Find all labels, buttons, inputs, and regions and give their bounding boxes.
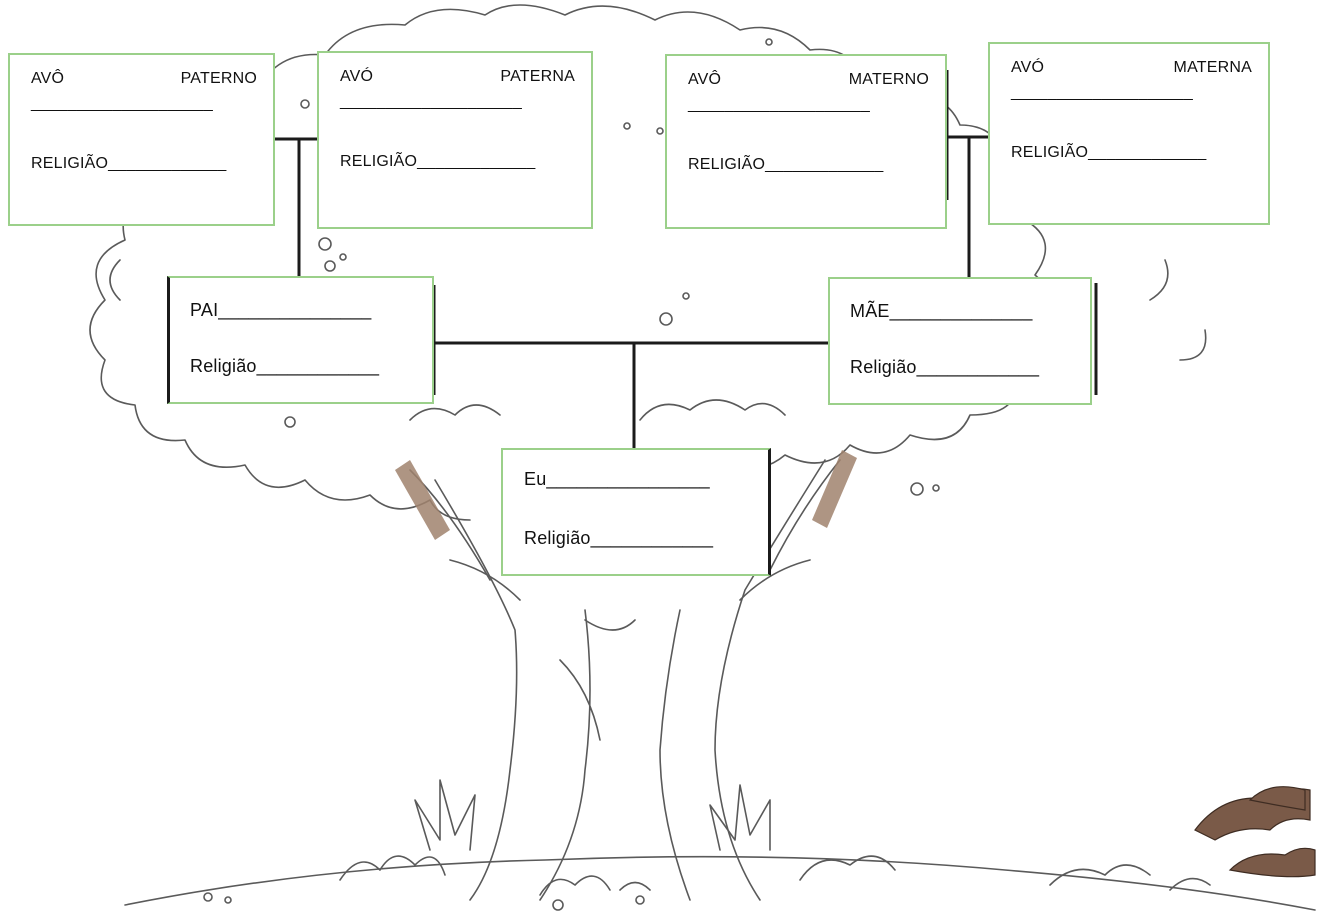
name-blank[interactable]: ____________________ bbox=[688, 96, 870, 113]
self-religion-field[interactable]: Religião____________ bbox=[524, 528, 714, 548]
maternal-grandfather-title: AVÔ MATERNO bbox=[688, 71, 929, 89]
father-religion-field[interactable]: Religião____________ bbox=[190, 356, 380, 376]
self-box: Eu________________ Religião____________ bbox=[501, 448, 771, 576]
name-blank[interactable]: ____________________ bbox=[1011, 84, 1193, 101]
title-word: AVÓ bbox=[1011, 59, 1045, 76]
religion-field[interactable]: RELIGIÃO_____________ bbox=[31, 155, 227, 172]
paternal-grandmother-box: AVÓ PATERNA ____________________ RELIGIÃ… bbox=[317, 51, 593, 229]
title-word: MATERNA bbox=[1173, 59, 1252, 76]
title-word: AVÓ bbox=[340, 68, 374, 85]
self-name-field[interactable]: Eu________________ bbox=[524, 469, 710, 489]
title-word: MATERNO bbox=[848, 71, 929, 88]
father-box: PAI_______________ Religião____________ bbox=[167, 276, 434, 404]
title-word: PATERNO bbox=[180, 70, 257, 87]
religion-field[interactable]: RELIGIÃO_____________ bbox=[688, 156, 884, 173]
name-blank[interactable]: ____________________ bbox=[340, 93, 522, 110]
ground-line bbox=[124, 855, 1316, 911]
religion-field[interactable]: RELIGIÃO_____________ bbox=[1011, 144, 1207, 161]
paternal-grandfather-box: AVÔ PATERNO ____________________ RELIGIÃ… bbox=[8, 53, 275, 226]
mother-box: MÃE______________ Religião____________ bbox=[828, 277, 1092, 405]
paternal-grandmother-title: AVÓ PATERNA bbox=[340, 68, 575, 86]
title-word: AVÔ bbox=[688, 71, 722, 88]
mother-name-field[interactable]: MÃE______________ bbox=[850, 301, 1033, 321]
title-word: AVÔ bbox=[31, 70, 65, 87]
religion-field[interactable]: RELIGIÃO_____________ bbox=[340, 153, 536, 170]
father-name-field[interactable]: PAI_______________ bbox=[190, 300, 372, 320]
maternal-grandmother-title: AVÓ MATERNA bbox=[1011, 59, 1252, 77]
mother-religion-field[interactable]: Religião____________ bbox=[850, 357, 1040, 377]
title-word: PATERNA bbox=[500, 68, 575, 85]
maternal-grandfather-box: AVÔ MATERNO ____________________ RELIGIÃ… bbox=[665, 54, 947, 229]
name-blank[interactable]: ____________________ bbox=[31, 95, 213, 112]
maternal-grandmother-box: AVÓ MATERNA ____________________ RELIGIÃ… bbox=[988, 42, 1270, 225]
paternal-grandfather-title: AVÔ PATERNO bbox=[31, 70, 257, 88]
trunk bbox=[434, 459, 826, 901]
